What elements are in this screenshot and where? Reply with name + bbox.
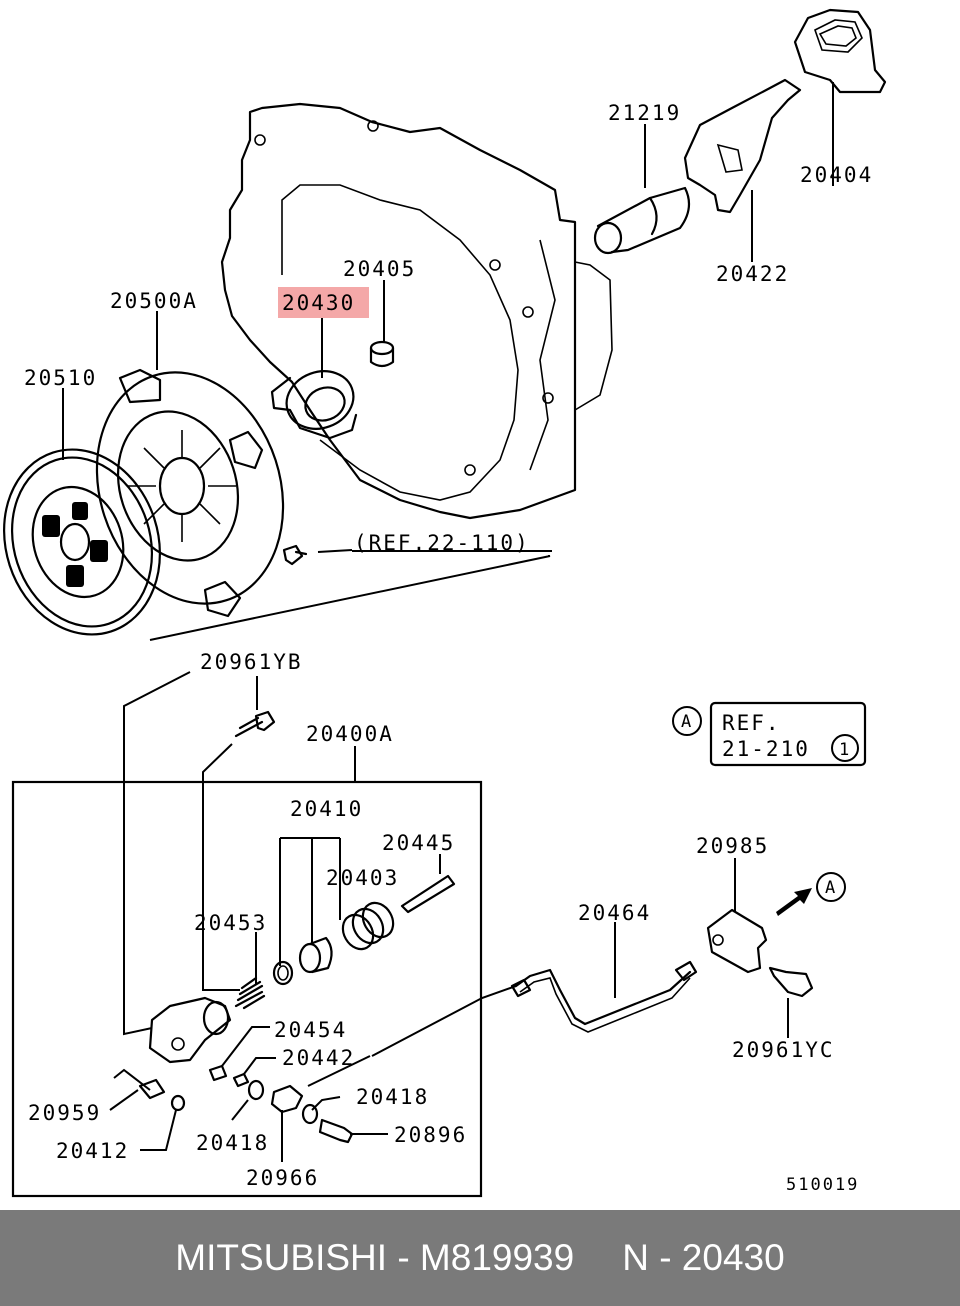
leader-lines [62,82,834,1162]
pushrod-20445 [400,874,456,914]
release-bearing [270,370,358,440]
label-20500a: 20500A [110,289,198,313]
ref-box [672,701,867,902]
label-20410: 20410 [290,797,363,821]
label-20959: 20959 [28,1101,101,1125]
pivot-bolt [282,544,308,566]
clutch-cover [95,368,285,618]
label-20422: 20422 [716,262,789,286]
highlight-20430 [278,287,369,318]
bleeder-screw [208,1064,228,1082]
transmission-housing [220,102,613,520]
footer-brand-part: MITSUBISHI - M819939 [175,1237,575,1278]
label-20985: 20985 [696,834,769,858]
spring [234,976,266,1010]
washer-b [301,1103,319,1125]
ref-box-line1: REF. [722,711,781,735]
bolt-20961yb [234,710,276,738]
label-20454: 20454 [274,1018,347,1042]
assembly-box-20400a [11,780,483,1198]
seal-ring [272,960,294,986]
release-cylinder [148,996,232,1064]
parts-diagram: 20404 21219 20422 20405 20430 20500A 205… [3,8,887,1198]
label-20405: 20405 [343,257,416,281]
clutch-disc [3,448,161,636]
diagram-number: 510019 [786,1175,859,1195]
label-20442: 20442 [282,1046,355,1070]
label-20510: 20510 [24,366,97,390]
label-ref-22-110: (REF.22-110) [354,531,530,555]
washer-a [247,1079,265,1101]
footer-bar: MITSUBISHI - M819939 N - 20430 [0,1210,960,1306]
release-fork [683,78,802,214]
label-20412: 20412 [56,1139,129,1163]
bolt-20896 [318,1118,354,1144]
label-20453: 20453 [194,911,267,935]
boot-20403 [341,901,395,951]
label-20418-right: 20418 [356,1085,429,1109]
cap-20442 [232,1072,250,1088]
clutch-pipe [510,960,698,1033]
union-bolt-20966 [270,1084,304,1114]
label-20403: 20403 [326,866,399,890]
ref-box-line2: 21-210 [722,737,810,761]
label-20464: 20464 [578,901,651,925]
release-sleeve [593,186,691,255]
label-20404: 20404 [800,163,873,187]
label-20445: 20445 [382,831,455,855]
nipple-20959 [138,1078,166,1100]
ref-box-circle-number: 1 [839,740,849,760]
bolt-20961yc [768,966,814,998]
bushing [369,340,395,368]
label-21219: 21219 [608,101,681,125]
marker-a-ref: A [681,712,691,732]
label-20430[interactable]: 20430 [282,291,355,315]
footer-ref: N - 20430 [622,1237,785,1278]
marker-a-arrow: A [825,878,835,898]
fork-boot [793,8,887,94]
label-20966: 20966 [246,1166,319,1190]
label-20896: 20896 [394,1123,467,1147]
cap-20412 [170,1094,186,1112]
bracket-20985 [706,908,768,974]
piston [298,936,333,974]
label-20418-left: 20418 [196,1131,269,1155]
label-20961yc: 20961YC [732,1038,835,1062]
label-20961yb: 20961YB [200,650,303,674]
label-20400a: 20400A [306,722,394,746]
arrow-to-a-icon [776,888,812,916]
